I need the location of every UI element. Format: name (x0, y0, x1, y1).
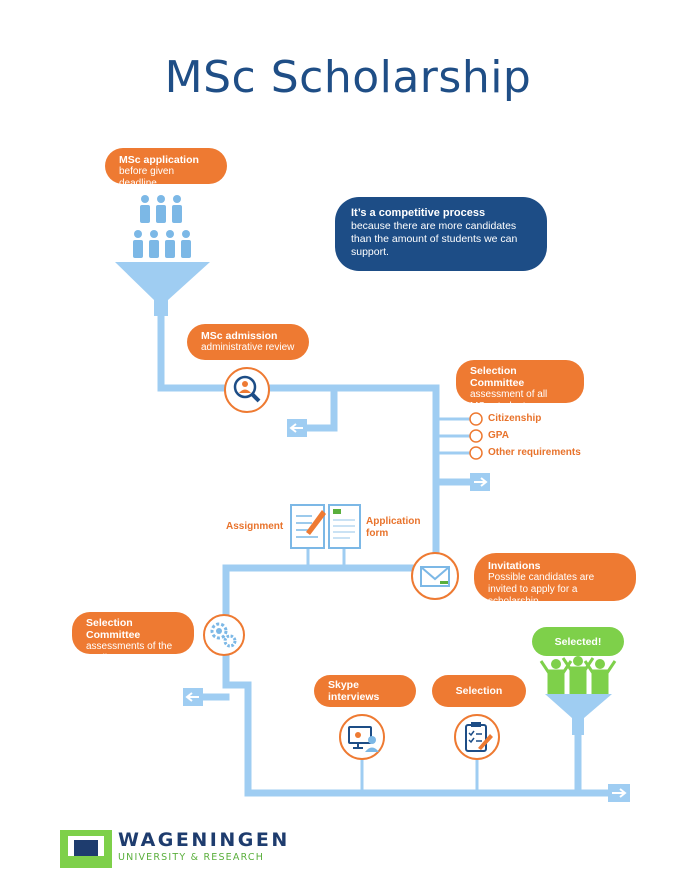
requirement-other: Other requirements (488, 447, 581, 458)
application-form-icon (328, 504, 361, 549)
person-icon (181, 230, 191, 258)
step-title: Selection Committee (470, 365, 525, 389)
step-subtitle: assessment of all MSc students (470, 389, 548, 412)
requirement-citizenship: Citizenship (488, 413, 542, 424)
step-subtitle: administrative review (201, 342, 295, 353)
applicant-funnel (115, 262, 210, 316)
selection-ring (454, 714, 500, 760)
applicant-people (133, 195, 191, 258)
step-subtitle: assessments of the applicants (86, 641, 173, 664)
exit-arrow-1 (287, 419, 307, 437)
application-form-label: Application form (366, 516, 421, 539)
step-selection-committee-1: Selection Committee assessment of all MS… (456, 360, 584, 412)
step-title: Invitations (488, 560, 541, 572)
envelope-icon (420, 566, 450, 587)
interview-ring (339, 714, 385, 760)
step-selection: Selection (432, 675, 526, 707)
gears-icon (210, 622, 237, 648)
invitation-ring (411, 552, 459, 600)
assignment-document-icon (290, 504, 326, 549)
clipboard-icon (465, 722, 493, 752)
logo-name: WAGENINGEN (118, 829, 290, 851)
person-icon (156, 195, 166, 223)
logo-subtitle: UNIVERSITY & RESEARCH (118, 852, 265, 863)
exit-arrow-4 (608, 784, 630, 802)
exit-arrow-3 (183, 688, 203, 706)
competitive-note: It’s a competitive process because there… (335, 197, 547, 271)
step-title: MSc application (119, 154, 199, 166)
step-msc-admission: MSc admission administrative review (187, 324, 309, 360)
person-icon (165, 230, 175, 258)
step-subtitle: before given deadline (119, 166, 175, 189)
assignment-label: Assignment (226, 521, 284, 532)
person-icon (561, 656, 595, 696)
requirement-bullets (469, 412, 483, 460)
step-invitations: Invitations Possible candidates are invi… (474, 553, 636, 607)
person-icon (149, 230, 159, 258)
requirement-gpa: GPA (488, 430, 509, 441)
person-icon (583, 659, 617, 696)
person-icon (172, 195, 182, 223)
document-stems (306, 546, 346, 570)
selected-funnel (545, 694, 612, 735)
step-selection-committee-2: Selection Committee assessments of the a… (72, 612, 194, 664)
competitive-title: It’s a competitive process (351, 207, 486, 219)
step-title: MSc admission (201, 330, 278, 342)
step-title: Selection Committee (86, 617, 141, 641)
exit-arrow-2 (470, 473, 490, 491)
video-call-icon (348, 726, 379, 752)
page-title: MSc Scholarship (164, 52, 532, 103)
wageningen-logo-icon (60, 830, 112, 868)
competitive-text: because there are more candidates than t… (351, 220, 518, 258)
selected-badge: Selected! (532, 627, 624, 656)
requirement-stubs (434, 417, 472, 455)
reject-branch-1 (294, 384, 338, 432)
selected-people (539, 656, 617, 696)
person-icon (140, 195, 150, 223)
person-icon (133, 230, 143, 258)
review-ring (224, 367, 270, 413)
magnifier-person-icon (233, 375, 261, 403)
step-msc-application: MSc application before given deadline (105, 148, 227, 189)
committee-ring (203, 614, 245, 656)
step-skype-interviews: Skype interviews (314, 675, 416, 707)
step-subtitle: Possible candidates are invited to apply… (488, 572, 595, 607)
icon-stems (360, 758, 479, 795)
